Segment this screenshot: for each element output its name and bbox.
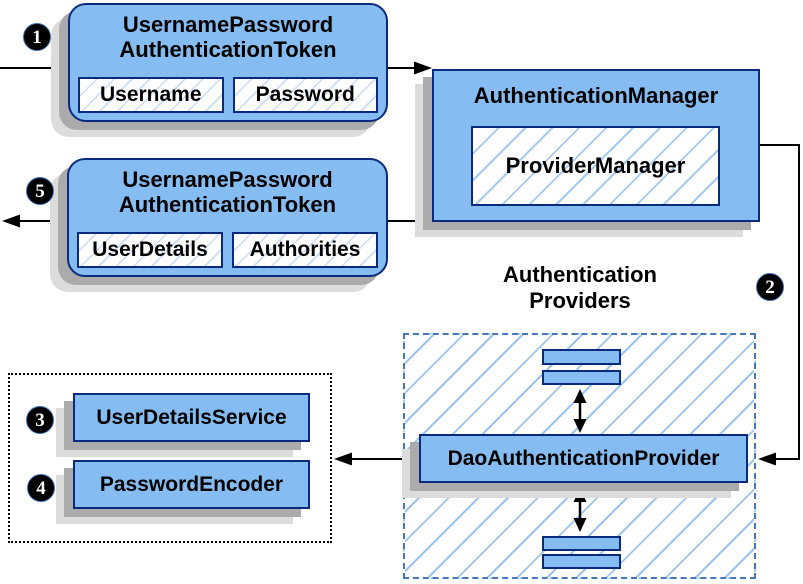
userdetails-field-box: UserDetails [77, 232, 223, 268]
user-details-service-box: UserDetailsService [73, 393, 310, 442]
other-provider-bar [542, 536, 621, 551]
authentication-providers-label-line1: Authentication [503, 262, 657, 287]
token-response-title: UsernamePassword AuthenticationToken [69, 160, 386, 217]
arrow-up-icon [573, 389, 587, 403]
other-provider-bar [542, 349, 621, 365]
provider-manager-box: ProviderManager [471, 126, 720, 206]
authentication-providers-label: Authentication Providers [455, 262, 705, 314]
step-badge-1: 1 [23, 23, 51, 51]
step-badge-4: 4 [27, 474, 55, 502]
other-provider-bar [542, 554, 621, 569]
authorities-field-box: Authorities [232, 232, 378, 268]
token-request-box: UsernamePassword AuthenticationToken Use… [68, 3, 388, 122]
arrow-left-icon [2, 214, 20, 228]
manager-to-provider-line [760, 144, 800, 460]
token-response-fields: UserDetails Authorities [77, 232, 378, 268]
arrow-right-icon [414, 61, 432, 75]
step-badge-2: 2 [756, 273, 784, 301]
dao-authentication-provider-box: DaoAuthenticationProvider [419, 434, 748, 483]
token-request-fields: Username Password [78, 77, 378, 113]
token-request-title: UsernamePassword AuthenticationToken [70, 5, 386, 62]
token-request-title-line2: AuthenticationToken [119, 37, 337, 62]
arrow-down-icon [573, 419, 587, 433]
arrow-up-icon [573, 488, 587, 502]
token-request-title-line1: UsernamePassword [122, 12, 334, 37]
token-response-title-line1: UsernamePassword [122, 167, 333, 192]
arrow-down-icon [573, 518, 587, 532]
authentication-providers-label-line2: Providers [529, 288, 631, 313]
password-encoder-box: PasswordEncoder [73, 460, 310, 509]
arrow-left-icon [758, 452, 776, 466]
token-response-box: UsernamePassword AuthenticationToken Use… [67, 158, 388, 277]
other-provider-bar [542, 370, 621, 385]
username-field-box: Username [78, 77, 224, 113]
step-badge-5: 5 [26, 177, 54, 205]
arrow-left-icon [334, 452, 352, 466]
authentication-manager-title: AuthenticationManager [473, 83, 719, 108]
step-badge-3: 3 [26, 406, 54, 434]
authentication-manager-box: AuthenticationManager ProviderManager [432, 69, 760, 222]
token-response-title-line2: AuthenticationToken [118, 192, 337, 217]
password-field-box: Password [232, 77, 378, 113]
